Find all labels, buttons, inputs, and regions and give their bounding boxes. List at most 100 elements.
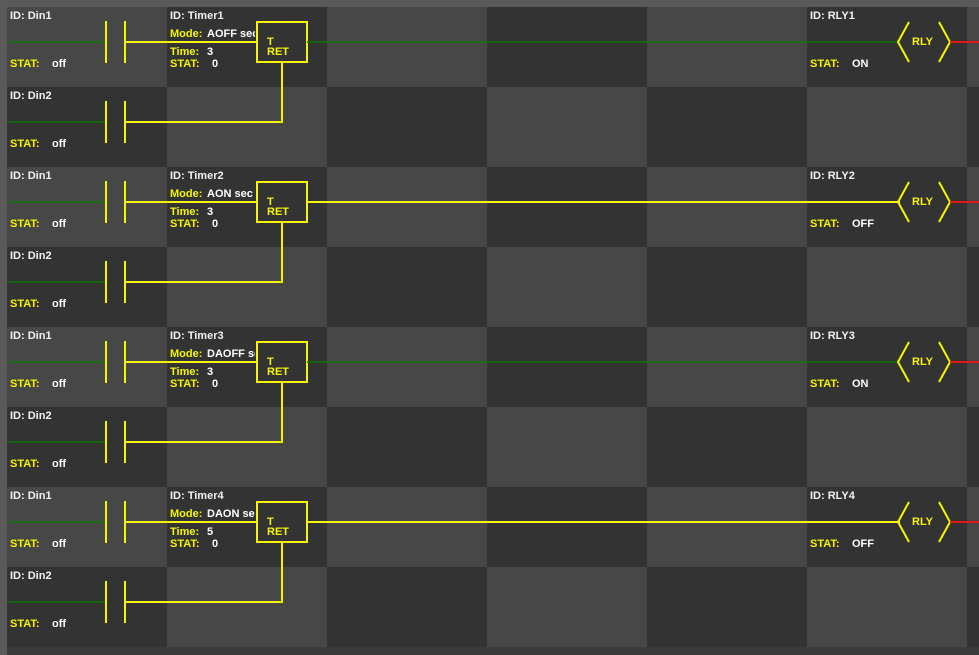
grid-cell[interactable] bbox=[807, 87, 967, 167]
grid-cell[interactable] bbox=[967, 247, 979, 327]
grid-cell[interactable] bbox=[167, 87, 327, 167]
grid-cell[interactable] bbox=[807, 487, 967, 567]
relay-coil-label-2[interactable]: RLY bbox=[912, 196, 933, 208]
relay-coil-label-1[interactable]: RLY bbox=[912, 36, 933, 48]
id-prefix: ID: bbox=[10, 10, 25, 22]
timer-time-label: Time: bbox=[170, 206, 200, 218]
grid-cell[interactable] bbox=[807, 407, 967, 487]
grid-cell[interactable] bbox=[7, 87, 167, 167]
grid-cell[interactable] bbox=[807, 167, 967, 247]
grid-cell[interactable] bbox=[487, 487, 647, 567]
timer-stat-value: 0 bbox=[212, 58, 219, 70]
grid-cell[interactable] bbox=[487, 87, 647, 167]
timer-mode-value: DAOFF sec bbox=[207, 348, 255, 360]
grid-cell[interactable] bbox=[327, 407, 487, 487]
grid-cell[interactable] bbox=[7, 327, 167, 407]
grid-cell[interactable] bbox=[7, 567, 167, 647]
relay-stat-value: ON bbox=[852, 58, 869, 70]
grid-cell[interactable] bbox=[967, 87, 979, 167]
grid-cell[interactable] bbox=[967, 327, 979, 407]
timer-reset-wire bbox=[125, 382, 283, 443]
grid-cell[interactable] bbox=[807, 247, 967, 327]
relay-stat-label: STAT: bbox=[810, 218, 840, 230]
grid-cell[interactable] bbox=[487, 567, 647, 647]
grid-cell[interactable] bbox=[7, 487, 167, 567]
grid-cell[interactable] bbox=[647, 247, 807, 327]
grid-cell[interactable] bbox=[647, 407, 807, 487]
grid-cell[interactable] bbox=[487, 327, 647, 407]
grid-cell[interactable] bbox=[167, 7, 327, 87]
grid-cell[interactable] bbox=[487, 7, 647, 87]
timer-stat-label: STAT: bbox=[170, 58, 200, 70]
grid-cell[interactable] bbox=[487, 407, 647, 487]
input-a-stat-value: off bbox=[52, 58, 67, 70]
grid-cell[interactable] bbox=[167, 167, 327, 247]
id-value: Timer3 bbox=[184, 330, 224, 342]
grid-cell[interactable] bbox=[807, 7, 967, 87]
id-value: Din1 bbox=[24, 10, 52, 22]
grid-cell[interactable] bbox=[327, 7, 487, 87]
grid-cell[interactable] bbox=[327, 327, 487, 407]
grid-cell[interactable] bbox=[647, 327, 807, 407]
coil-right-arc bbox=[938, 21, 952, 63]
grid-cell[interactable] bbox=[7, 167, 167, 247]
grid-cell[interactable] bbox=[7, 247, 167, 327]
relay-coil-label-3[interactable]: RLY bbox=[912, 356, 933, 368]
timer-t-label: T bbox=[267, 196, 274, 208]
input-a-stat-value: off bbox=[52, 378, 67, 390]
timer-reset-wire bbox=[125, 62, 283, 123]
timer-mode-value: AON sec bbox=[207, 188, 253, 200]
grid-cell[interactable] bbox=[807, 567, 967, 647]
coil-left-arc bbox=[896, 341, 910, 383]
grid-cell[interactable] bbox=[327, 167, 487, 247]
grid-cell[interactable] bbox=[167, 407, 327, 487]
id-value: RLY4 bbox=[824, 490, 855, 502]
grid-cell[interactable] bbox=[327, 487, 487, 567]
coil-left-arc bbox=[896, 181, 910, 223]
id-value: Timer1 bbox=[184, 10, 224, 22]
grid-cell[interactable] bbox=[327, 247, 487, 327]
grid-cell[interactable] bbox=[967, 487, 979, 567]
grid-cell[interactable] bbox=[487, 247, 647, 327]
coil-right-arc bbox=[938, 341, 952, 383]
grid-cell[interactable] bbox=[167, 247, 327, 327]
grid-cell[interactable] bbox=[967, 7, 979, 87]
grid-cell[interactable] bbox=[967, 567, 979, 647]
grid-cell[interactable] bbox=[647, 167, 807, 247]
id-prefix: ID: bbox=[170, 330, 185, 342]
grid-cell[interactable] bbox=[327, 87, 487, 167]
input-a-id: ID: Din1 bbox=[10, 330, 52, 342]
relay-coil-label-4[interactable]: RLY bbox=[912, 516, 933, 528]
grid-cell[interactable] bbox=[7, 407, 167, 487]
grid-cell[interactable] bbox=[167, 567, 327, 647]
timer-reset-wire bbox=[125, 542, 283, 603]
grid-cell[interactable] bbox=[647, 7, 807, 87]
timer-time-label: Time: bbox=[170, 526, 200, 538]
grid-cell[interactable] bbox=[327, 567, 487, 647]
timer-ret-label: RET bbox=[267, 206, 289, 218]
coil-left-arc bbox=[896, 501, 910, 543]
input-b-id: ID: Din2 bbox=[10, 250, 52, 262]
timer-id: ID: Timer4 bbox=[170, 490, 224, 502]
id-prefix: ID: bbox=[10, 330, 25, 342]
grid-cell[interactable] bbox=[807, 327, 967, 407]
grid-cell[interactable] bbox=[967, 167, 979, 247]
input-b-id: ID: Din2 bbox=[10, 410, 52, 422]
grid-cell[interactable] bbox=[647, 487, 807, 567]
timer-time-label: Time: bbox=[170, 366, 200, 378]
relay-id: ID: RLY1 bbox=[810, 10, 855, 22]
grid-cell[interactable] bbox=[487, 167, 647, 247]
grid-cell[interactable] bbox=[647, 567, 807, 647]
timer-time-value: 3 bbox=[207, 366, 214, 378]
grid-cell[interactable] bbox=[167, 487, 327, 567]
grid-cell[interactable] bbox=[167, 327, 327, 407]
grid-cell[interactable] bbox=[7, 7, 167, 87]
grid-cell[interactable] bbox=[647, 87, 807, 167]
id-prefix: ID: bbox=[170, 170, 185, 182]
id-value: Din2 bbox=[24, 410, 52, 422]
timer-t-label: T bbox=[267, 516, 274, 528]
grid-cell[interactable] bbox=[967, 407, 979, 487]
